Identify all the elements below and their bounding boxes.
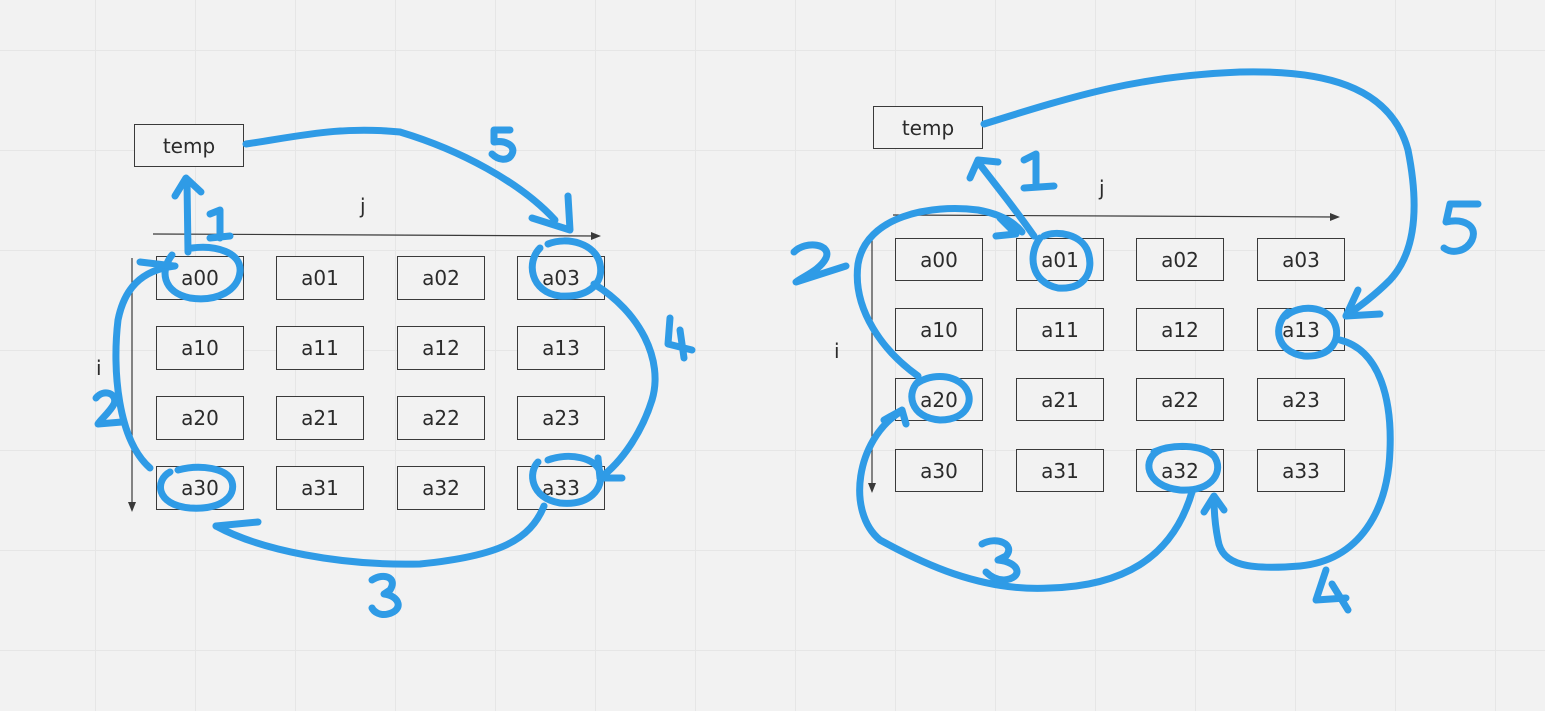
step-number-5 <box>1440 200 1482 255</box>
matrix-cell: a22 <box>397 396 485 440</box>
highlight-circle <box>528 237 605 300</box>
step-4-arrow <box>590 280 659 482</box>
step-number-4 <box>1312 566 1352 614</box>
matrix-cell: a31 <box>1016 449 1104 492</box>
matrix-cell: a00 <box>895 238 983 281</box>
highlight-circle <box>529 452 605 507</box>
matrix-cell: a11 <box>276 326 364 370</box>
axis-j-label: j <box>1099 176 1105 200</box>
step-number-3 <box>978 537 1021 584</box>
step-3-arrow <box>212 502 548 568</box>
matrix-cell: a02 <box>1136 238 1224 281</box>
matrix-cell: a22 <box>1136 378 1224 421</box>
axis-i-label: i <box>96 356 102 380</box>
step-number-1 <box>206 206 234 242</box>
matrix-cell: a32 <box>397 466 485 510</box>
step-3-arrow <box>856 406 1196 592</box>
matrix-cell: a11 <box>1016 308 1104 351</box>
highlight-circle <box>1029 229 1094 292</box>
highlight-circle <box>1275 304 1341 360</box>
matrix-cell: a13 <box>517 326 605 370</box>
matrix-cell: a01 <box>276 256 364 300</box>
step-2-arrow <box>112 258 179 472</box>
temp-box: temp <box>134 124 244 167</box>
step-2-arrow <box>853 205 1026 380</box>
matrix-cell: a03 <box>1257 238 1345 281</box>
axis-j-label: j <box>360 194 366 218</box>
step-number-2 <box>790 241 850 286</box>
matrix-cell: a23 <box>517 396 605 440</box>
matrix-cell: a31 <box>276 466 364 510</box>
matrix-cell: a21 <box>276 396 364 440</box>
matrix-cell: a21 <box>1016 378 1104 421</box>
matrix-cell: a10 <box>156 326 244 370</box>
step-number-2 <box>92 389 126 428</box>
matrix-cell: a30 <box>895 449 983 492</box>
matrix-cell: a02 <box>397 256 485 300</box>
step-5-arrow <box>242 126 574 234</box>
step-number-1 <box>1020 150 1058 192</box>
step-number-5 <box>488 126 517 163</box>
step-number-4 <box>664 314 696 362</box>
matrix-cell: a12 <box>397 326 485 370</box>
step-1-arrow <box>966 156 1038 240</box>
matrix-cell: a20 <box>156 396 244 440</box>
highlight-circle <box>1145 442 1222 494</box>
highlight-circle <box>161 243 244 303</box>
step-number-3 <box>368 572 402 618</box>
matrix-cell: a12 <box>1136 308 1224 351</box>
step-4-arrow <box>1200 336 1394 571</box>
highlight-circle <box>157 463 237 512</box>
matrix-cell: a33 <box>1257 449 1345 492</box>
temp-box: temp <box>873 106 983 149</box>
step-1-arrow <box>171 174 205 256</box>
highlight-circle <box>908 373 973 424</box>
axis-i-label: i <box>834 339 840 363</box>
matrix-cell: a23 <box>1257 378 1345 421</box>
matrix-cell: a10 <box>895 308 983 351</box>
step-5-arrow <box>980 68 1418 320</box>
